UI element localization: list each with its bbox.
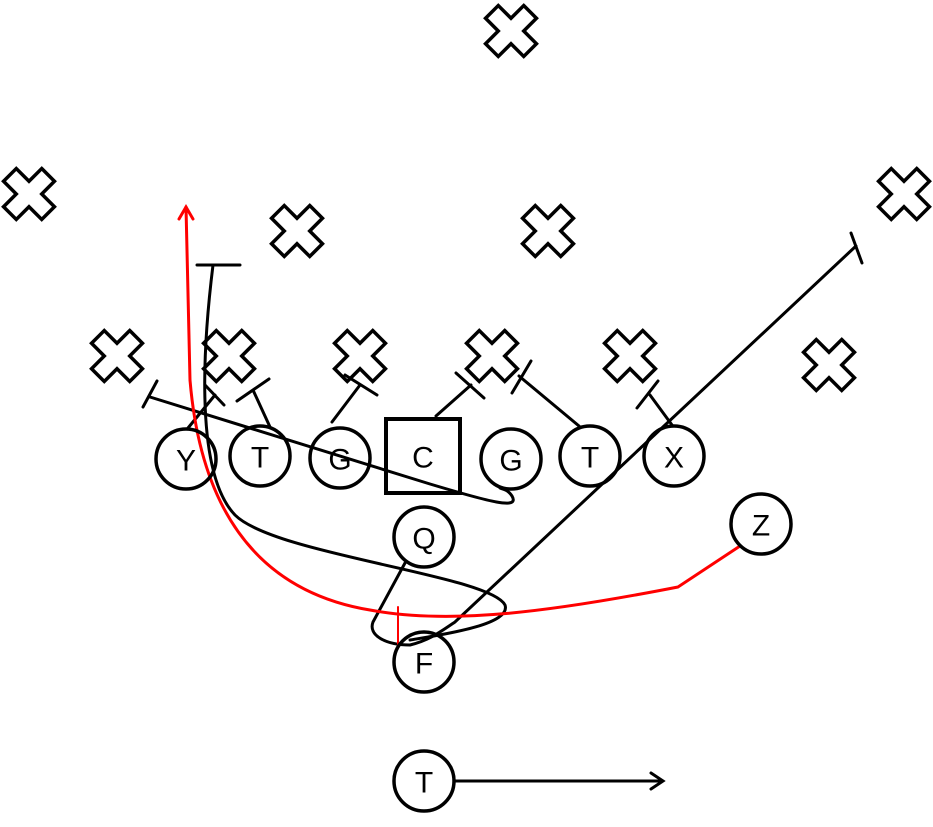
- q-fullback-route: [370, 231, 864, 647]
- defense-group: [1, 3, 932, 393]
- player-circle: [154, 427, 218, 491]
- player-circle: [642, 424, 706, 488]
- player-label: T: [581, 442, 599, 475]
- player-label: T: [251, 442, 269, 475]
- t-motion-arrow: [453, 771, 666, 791]
- player-label: Q: [412, 523, 435, 556]
- offense-group: Y T G C G T X Z Q F T: [154, 417, 793, 813]
- c-block: [434, 371, 486, 418]
- center-square: [384, 417, 462, 495]
- player-lg: G: [308, 426, 372, 490]
- defender-x-icon: [201, 328, 257, 384]
- defender-x-icon: [1, 166, 57, 222]
- defender-x-icon: [801, 337, 857, 393]
- player-circle: [228, 424, 292, 488]
- player-f: F: [392, 630, 456, 694]
- defender-x-icon: [520, 203, 576, 259]
- player-circle: [729, 492, 793, 556]
- highlight-route: [177, 204, 742, 646]
- player-label: Y: [176, 445, 196, 478]
- player-label: Z: [752, 510, 770, 543]
- player-circle: [392, 749, 456, 813]
- defender-x-icon: [464, 328, 520, 384]
- player-x: X: [642, 424, 706, 488]
- lg-block: [330, 373, 379, 424]
- red-arrow-head: [177, 204, 195, 221]
- player-y: Y: [154, 427, 218, 491]
- defender-x-icon: [483, 3, 539, 59]
- back-route: [195, 263, 507, 642]
- player-circle: [558, 424, 622, 488]
- player-z: Z: [729, 492, 793, 556]
- player-q: Q: [392, 505, 456, 569]
- y-cross-route: [141, 379, 515, 505]
- player-circle: [308, 426, 372, 490]
- player-lt: T: [228, 424, 292, 488]
- defender-x-icon: [332, 328, 388, 384]
- player-rg: G: [479, 427, 543, 491]
- x-block: [635, 379, 674, 427]
- blocking-assignments: [141, 231, 864, 791]
- defender-x-icon: [89, 328, 145, 384]
- player-label: C: [412, 442, 434, 475]
- defender-x-icon: [269, 203, 325, 259]
- player-label: G: [328, 444, 351, 477]
- player-circle: [479, 427, 543, 491]
- player-label: G: [499, 445, 522, 478]
- rt-block: [510, 359, 581, 428]
- player-label: T: [415, 767, 433, 800]
- player-label: X: [664, 442, 684, 475]
- player-rt: T: [558, 424, 622, 488]
- defender-x-icon: [602, 328, 658, 384]
- player-circle: [392, 505, 456, 569]
- player-c: C: [384, 417, 462, 495]
- player-circle: [392, 630, 456, 694]
- player-t: T: [392, 749, 456, 813]
- defender-x-icon: [876, 166, 932, 222]
- player-label: F: [415, 648, 433, 681]
- lt-block: [235, 377, 272, 429]
- z-red-route: [184, 205, 742, 618]
